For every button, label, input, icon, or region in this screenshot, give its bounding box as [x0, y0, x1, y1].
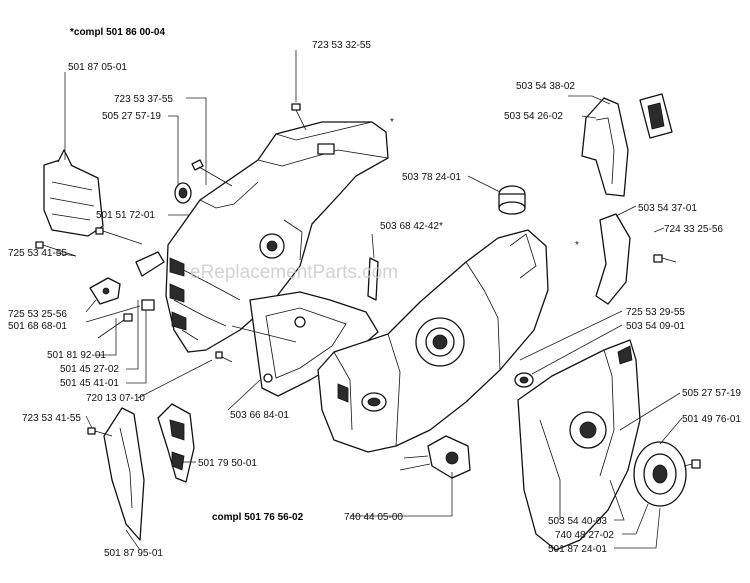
- part-label[interactable]: 725 53 41-55: [8, 248, 67, 259]
- part-label[interactable]: 724 33 25-56: [664, 224, 723, 235]
- part-label[interactable]: 503 54 26-02: [504, 111, 563, 122]
- part-label[interactable]: 501 51 72-01: [96, 210, 155, 221]
- cover-plate-part: [43, 149, 104, 237]
- part-label[interactable]: 740 44 05-00: [344, 512, 403, 523]
- crankcase-right-half-part: [317, 229, 549, 453]
- tensioner-part: [89, 277, 121, 305]
- pin-part: [215, 351, 233, 363]
- part-label[interactable]: 503 68 42-42*: [380, 221, 443, 232]
- kit-header-bottom: compl 501 76 56-02: [212, 512, 304, 523]
- seal-frame-part: [639, 93, 673, 139]
- part-label[interactable]: 503 54 37-01: [638, 203, 697, 214]
- part-label[interactable]: 501 49 76-01: [682, 414, 741, 425]
- leader-lines: [55, 50, 683, 551]
- part-label[interactable]: 501 45 41-01: [60, 378, 119, 389]
- air-duct-part: [581, 97, 629, 197]
- part-label[interactable]: 505 27 57-19: [682, 388, 741, 399]
- part-label[interactable]: 720 13 07-10: [86, 393, 145, 404]
- part-label[interactable]: 501 87 95-01: [104, 548, 163, 559]
- part-label[interactable]: 501 87 24-01: [548, 544, 607, 555]
- grommet-part: [514, 372, 534, 388]
- asterisk-marker: *: [575, 240, 579, 251]
- gasket-plate-part: [231, 291, 379, 397]
- part-label[interactable]: 501 81 92-01: [47, 350, 106, 361]
- part-label[interactable]: 505 27 57-19: [102, 111, 161, 122]
- starter-handle-part: [399, 435, 471, 479]
- part-label[interactable]: 723 53 37-55: [114, 94, 173, 105]
- deflector-part: [595, 213, 631, 305]
- part-label[interactable]: 723 53 41-55: [22, 413, 81, 424]
- part-label[interactable]: 503 54 38-02: [516, 81, 575, 92]
- bracket-part: [367, 257, 379, 301]
- chain-catcher-part: [135, 251, 165, 277]
- part-label[interactable]: 503 66 84-01: [230, 410, 289, 421]
- part-label[interactable]: 503 54 40-03: [548, 516, 607, 527]
- bolt-part: [291, 103, 307, 131]
- filler-cap-part: [498, 185, 526, 215]
- part-label[interactable]: 740 48 27-02: [555, 530, 614, 541]
- bolt-part: [191, 159, 233, 187]
- part-label[interactable]: 501 45 27-02: [60, 364, 119, 375]
- part-label[interactable]: 501 79 50-01: [198, 458, 257, 469]
- part-label[interactable]: 723 53 32-55: [312, 40, 371, 51]
- screw-part: [95, 227, 143, 245]
- watermark: eReplacementParts.com: [190, 262, 398, 283]
- crankcase-left-half-part: [165, 121, 389, 353]
- part-label[interactable]: 503 54 09-01: [626, 321, 685, 332]
- seal-ring-part: [174, 182, 192, 204]
- starter-pulley-part: [633, 441, 701, 507]
- part-label[interactable]: 503 78 24-01: [402, 172, 461, 183]
- asterisk-marker: *: [390, 117, 394, 128]
- part-label[interactable]: 725 53 29-55: [626, 307, 685, 318]
- screw-part: [97, 313, 133, 339]
- bolt-part: [35, 241, 77, 257]
- screw-part: [653, 254, 677, 263]
- bracket-part: [157, 403, 195, 483]
- chain-guard-part: [87, 407, 145, 541]
- kit-header-top: *compl 501 86 00-04: [70, 27, 165, 38]
- nut-part: [141, 299, 155, 311]
- starter-housing-part: [517, 339, 641, 551]
- part-label[interactable]: 501 68 68-01: [8, 321, 67, 332]
- part-label[interactable]: 725 53 25-56: [8, 309, 67, 320]
- part-label[interactable]: 501 87 05-01: [68, 62, 127, 73]
